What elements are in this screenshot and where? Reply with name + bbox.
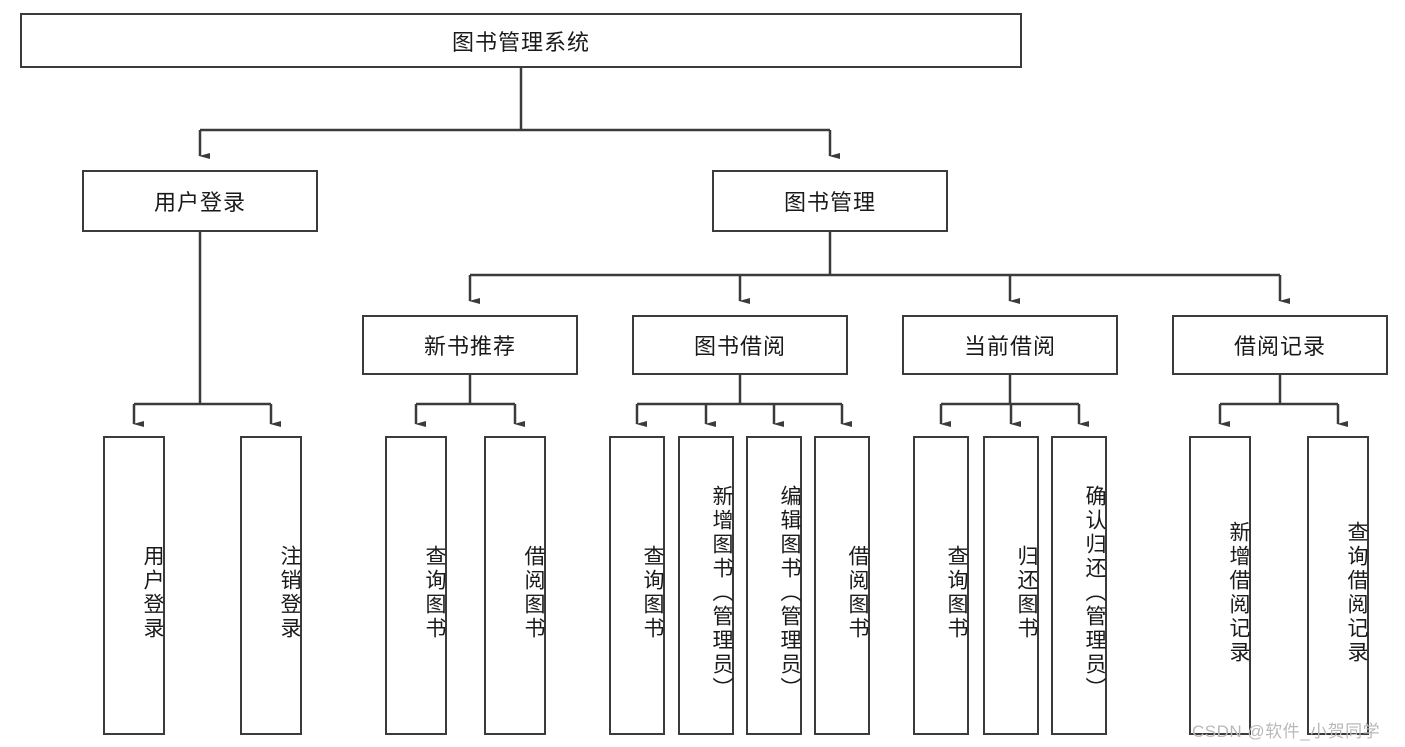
node-leaf-query-book-2[interactable]: 查询图书 bbox=[609, 436, 665, 735]
edge-currentborrow-to-leaves bbox=[939, 375, 1089, 427]
node-leaf-query-book-3[interactable]: 查询图书 bbox=[913, 436, 969, 735]
node-user-login[interactable]: 用户登录 bbox=[82, 170, 318, 232]
edge-root-to-level1 bbox=[198, 68, 840, 159]
node-leaf-query-book-1[interactable]: 查询图书 bbox=[385, 436, 447, 735]
node-root-system[interactable]: 图书管理系统 bbox=[20, 13, 1022, 68]
edge-bookborrow-to-leaves bbox=[635, 375, 852, 427]
node-book-borrow[interactable]: 图书借阅 bbox=[632, 315, 848, 375]
node-leaf-add-book[interactable]: 新增图书（管理员） bbox=[678, 436, 734, 735]
node-leaf-borrow-book-1[interactable]: 借阅图书 bbox=[484, 436, 546, 735]
node-leaf-return-book[interactable]: 归还图书 bbox=[983, 436, 1039, 735]
node-book-manage[interactable]: 图书管理 bbox=[712, 170, 948, 232]
node-new-book-recommend[interactable]: 新书推荐 bbox=[362, 315, 578, 375]
node-leaf-confirm-return[interactable]: 确认归还（管理员） bbox=[1051, 436, 1107, 735]
edge-userlogin-to-leaves bbox=[132, 232, 281, 427]
node-current-borrow[interactable]: 当前借阅 bbox=[902, 315, 1118, 375]
edge-borrowrecord-to-leaves bbox=[1218, 375, 1348, 427]
edge-bookmanage-to-level2 bbox=[468, 232, 1290, 304]
node-leaf-logout[interactable]: 注销登录 bbox=[240, 436, 302, 735]
node-leaf-add-record[interactable]: 新增借阅记录 bbox=[1189, 436, 1251, 735]
edge-newbook-to-leaves bbox=[414, 375, 525, 427]
node-leaf-user-login[interactable]: 用户登录 bbox=[103, 436, 165, 735]
node-leaf-query-record[interactable]: 查询借阅记录 bbox=[1307, 436, 1369, 735]
node-borrow-record[interactable]: 借阅记录 bbox=[1172, 315, 1388, 375]
node-leaf-borrow-book-2[interactable]: 借阅图书 bbox=[814, 436, 870, 735]
node-leaf-edit-book[interactable]: 编辑图书（管理员） bbox=[746, 436, 802, 735]
